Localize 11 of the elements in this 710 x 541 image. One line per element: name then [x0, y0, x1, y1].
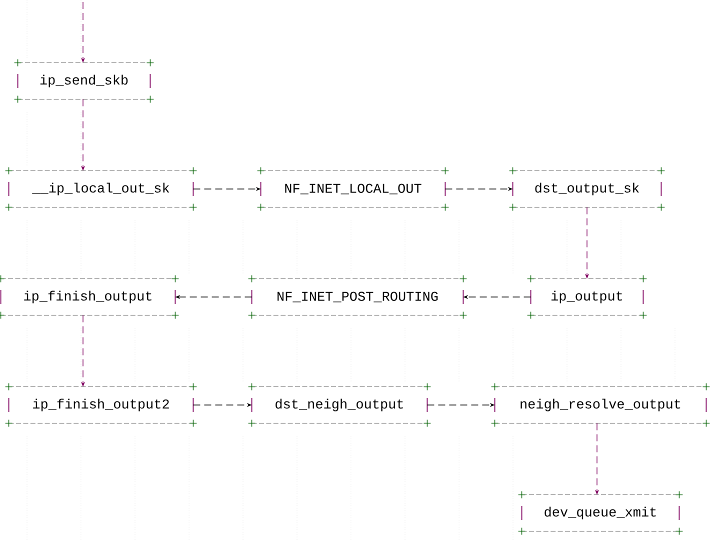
- function-box: ip_finish_output2: [4, 382, 198, 428]
- function-box: ip_finish_output: [0, 274, 180, 320]
- function-box: NF_INET_POST_ROUTING: [248, 274, 468, 320]
- function-box: dst_output_sk: [508, 166, 666, 212]
- function-box: ip_send_skb: [14, 58, 154, 104]
- function-box: neigh_resolve_output: [490, 382, 710, 428]
- function-box: dev_queue_xmit: [518, 490, 684, 536]
- function-box: __ip_local_out_sk: [4, 166, 198, 212]
- function-box: dst_neigh_output: [248, 382, 432, 428]
- function-box: ip_output: [526, 274, 648, 320]
- function-box: NF_INET_LOCAL_OUT: [256, 166, 450, 212]
